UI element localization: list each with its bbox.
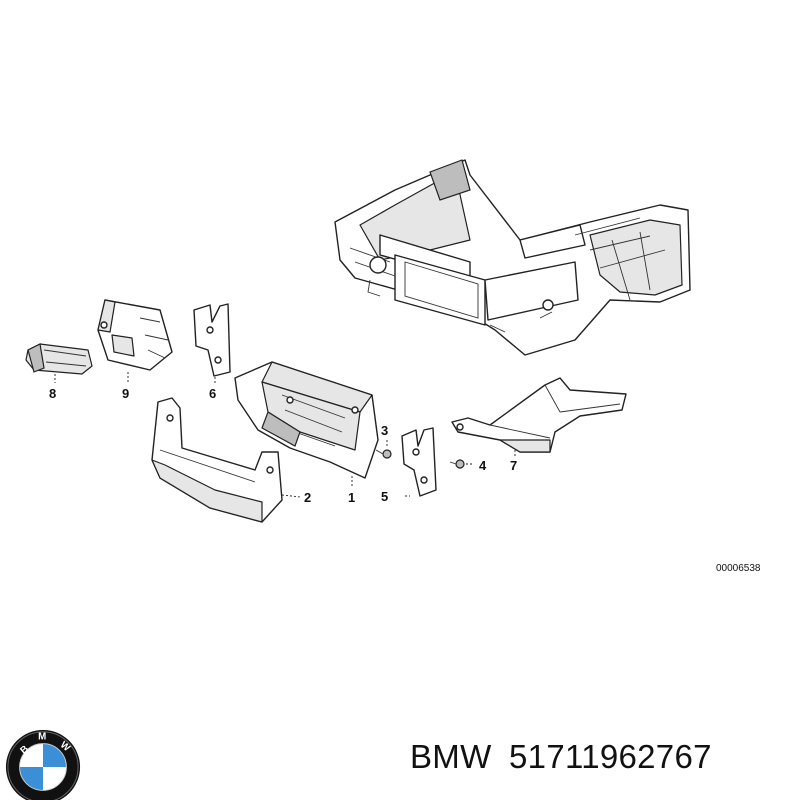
exploded-parts-diagram: 1 2 3 4 5 6 7 8 9 00006538 [25, 159, 761, 574]
brand-name: BMW [410, 738, 492, 775]
callout-1: 1 [348, 490, 355, 505]
air-guide-part-9 [97, 299, 173, 371]
callout-2: 2 [304, 490, 311, 505]
logo-letter-m: M [38, 732, 46, 743]
callout-5: 5 [381, 489, 388, 504]
brand-part-label: BMW 51711962767 [410, 738, 712, 776]
bmw-logo: B M W [5, 729, 81, 800]
air-duct-part-1 [234, 361, 379, 479]
air-duct-part-8 [25, 343, 93, 375]
bracket-part-6 [193, 303, 231, 377]
front-body-frame [334, 159, 691, 356]
part-number: 51711962767 [509, 738, 712, 775]
callout-7: 7 [510, 458, 517, 473]
bracket-part-5 [401, 427, 437, 497]
lower-panel-part-2 [151, 397, 283, 523]
screw-part-3 [375, 449, 392, 459]
diagram-reference-number: 00006538 [716, 563, 761, 574]
leader-lines [54, 372, 516, 498]
callout-4: 4 [479, 458, 487, 473]
callout-9: 9 [122, 386, 129, 401]
screw-part-4 [449, 459, 465, 469]
callout-6: 6 [209, 386, 216, 401]
underbody-plate-part-7 [451, 377, 627, 453]
callout-3: 3 [381, 423, 388, 438]
callout-8: 8 [49, 386, 56, 401]
